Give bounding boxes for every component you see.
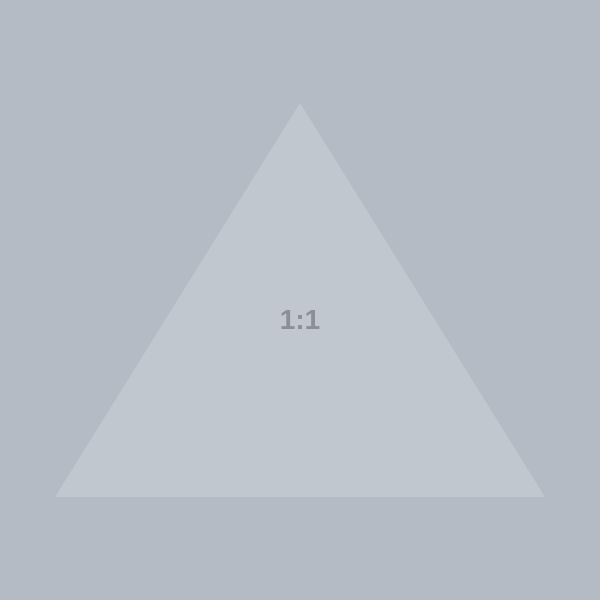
aspect-ratio-label: 1:1 [279, 304, 321, 335]
